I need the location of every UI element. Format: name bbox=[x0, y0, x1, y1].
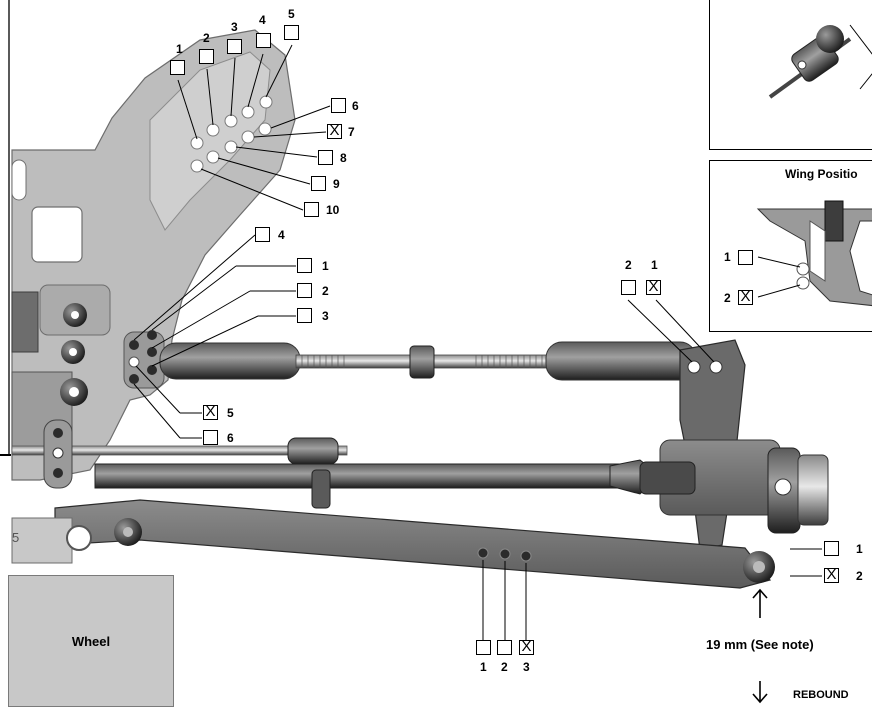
link-hole-4-checkbox[interactable] bbox=[255, 227, 270, 242]
tower-hole-10-checkbox[interactable] bbox=[304, 202, 319, 217]
wing-inset-title: Wing Positio bbox=[785, 167, 858, 181]
link-hole-5-checkbox[interactable]: X bbox=[203, 404, 218, 420]
tower-hole-3-num: 3 bbox=[231, 20, 238, 34]
top-inset bbox=[709, 0, 872, 150]
tower-hole-8-checkbox[interactable] bbox=[318, 150, 333, 165]
link-hole-6-checkbox[interactable] bbox=[203, 430, 218, 445]
tower-hole-4-checkbox[interactable] bbox=[256, 33, 271, 48]
hub-hole-1-num: 1 bbox=[651, 258, 658, 272]
tower-hole-1-num: 1 bbox=[176, 42, 183, 56]
wheel-block: Wheel bbox=[8, 575, 174, 707]
link-hole-2-checkbox[interactable] bbox=[297, 283, 312, 298]
tower-hole-9-checkbox[interactable] bbox=[311, 176, 326, 191]
hub-hole-1-checkbox[interactable]: X bbox=[646, 279, 661, 295]
link-hole-4-num: 4 bbox=[278, 228, 285, 242]
tower-hole-2-num: 2 bbox=[203, 31, 210, 45]
arm-hole-1-num: 1 bbox=[480, 660, 487, 674]
tower-hole-9-num: 9 bbox=[333, 177, 340, 191]
tower-hole-10-num: 10 bbox=[326, 203, 340, 217]
tower-hole-6-num: 6 bbox=[352, 99, 359, 113]
tower-hole-1-checkbox[interactable] bbox=[170, 60, 185, 75]
wing-option-2-checkbox[interactable]: X bbox=[738, 289, 753, 305]
arm-hole-2-num: 2 bbox=[501, 660, 508, 674]
wing-option-1-num: 1 bbox=[724, 250, 731, 264]
wing-position-inset: Wing Positio 1 2 X bbox=[709, 160, 872, 332]
tower-hole-5-checkbox[interactable] bbox=[284, 25, 299, 40]
tower-hole-4-num: 4 bbox=[259, 13, 266, 27]
rebound-label: REBOUND bbox=[793, 689, 849, 701]
link-hole-6-num: 6 bbox=[227, 431, 234, 445]
tower-hole-8-num: 8 bbox=[340, 151, 347, 165]
link-hole-5-num: 5 bbox=[227, 406, 234, 420]
wheel-hole-2-num: 2 bbox=[856, 569, 863, 583]
link-hole-3-num: 3 bbox=[322, 309, 329, 323]
tower-hole-2-checkbox[interactable] bbox=[199, 49, 214, 64]
link-hole-1-checkbox[interactable] bbox=[297, 258, 312, 273]
ride-height-label: 19 mm (See note) bbox=[706, 637, 814, 652]
tower-hole-5-num: 5 bbox=[288, 7, 295, 21]
link-hole-1-num: 1 bbox=[322, 259, 329, 273]
chassis-mark: 5 bbox=[12, 530, 20, 545]
left-edge-tick bbox=[0, 454, 11, 456]
arm-hole-2-checkbox[interactable] bbox=[497, 640, 512, 655]
wheel-hole-1-checkbox[interactable] bbox=[824, 541, 839, 556]
tower-hole-7-checkbox[interactable]: X bbox=[327, 123, 342, 139]
tower-hole-7-num: 7 bbox=[348, 125, 355, 139]
wheel-label: Wheel bbox=[71, 634, 111, 649]
wing-option-2-num: 2 bbox=[724, 291, 731, 305]
hub-hole-2-num: 2 bbox=[625, 258, 632, 272]
link-hole-2-num: 2 bbox=[322, 284, 329, 298]
wing-option-1-checkbox[interactable] bbox=[738, 250, 753, 265]
link-hole-3-checkbox[interactable] bbox=[297, 308, 312, 323]
wheel-hole-2-checkbox[interactable]: X bbox=[824, 567, 839, 583]
tower-hole-3-checkbox[interactable] bbox=[227, 39, 242, 54]
wheel-hole-1-num: 1 bbox=[856, 542, 863, 556]
hub-hole-2-checkbox[interactable] bbox=[621, 280, 636, 295]
arm-hole-3-num: 3 bbox=[523, 660, 530, 674]
arm-hole-1-checkbox[interactable] bbox=[476, 640, 491, 655]
tower-hole-6-checkbox[interactable] bbox=[331, 98, 346, 113]
arm-hole-3-checkbox[interactable]: X bbox=[519, 639, 534, 655]
